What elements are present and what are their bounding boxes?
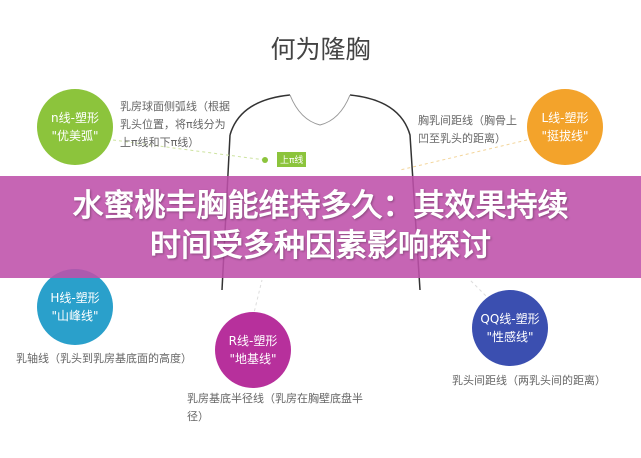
node-sublabel: "山峰线"	[51, 309, 99, 323]
desc-r-line: 乳房基底半径线（乳房在胸壁底盘半径）	[187, 392, 363, 423]
node-sublabel: "挺拔线"	[541, 129, 589, 143]
node-qq-line: QQ线-塑形 "性感线"	[472, 290, 548, 366]
desc-n-line: 乳房球面侧弧线（根据乳头位置，将π线分为上π线和下π线）	[120, 100, 230, 149]
node-sublabel: "优美弧"	[51, 129, 99, 143]
desc-l-line: 胸乳间距线（胸骨上凹至乳头的距离）	[418, 114, 517, 145]
headline-text: 水蜜桃丰胸能维持多久：其效果持续 时间受多种因素影响探讨	[0, 186, 641, 266]
desc-h-line: 乳轴线（乳头到乳房基底面的高度）	[16, 352, 192, 365]
diagram-title: 何为隆胸	[270, 35, 371, 64]
neck-outline	[289, 94, 351, 126]
connector-line	[469, 279, 491, 301]
marker-dot	[262, 157, 268, 163]
headline-line-2: 时间受多种因素影响探讨	[150, 228, 491, 264]
desc-qq-line: 乳头间距线（两乳头间的距离）	[452, 374, 606, 387]
connector-line	[399, 139, 528, 171]
node-l-line: L线-塑形 "挺拔线"	[527, 89, 603, 165]
node-n-line: n线-塑形 "优美弧"	[37, 89, 113, 165]
connector-line	[252, 279, 263, 318]
node-label: R线-塑形	[228, 334, 278, 348]
upper-pi-tag: 上π线	[277, 152, 307, 167]
headline-banner	[0, 176, 641, 278]
headline-line-1: 水蜜桃丰胸能维持多久：其效果持续	[72, 188, 569, 224]
node-sublabel: "性感线"	[486, 330, 534, 344]
connector-line	[112, 139, 266, 161]
node-r-line: R线-塑形 "地基线"	[215, 312, 291, 388]
node-h-line: H线-塑形 "山峰线"	[37, 269, 113, 345]
node-label: QQ线-塑形	[480, 312, 540, 326]
node-label: n线-塑形	[51, 111, 99, 125]
node-sublabel: "地基线"	[229, 352, 277, 366]
node-label: L线-塑形	[541, 111, 589, 125]
node-label: H线-塑形	[50, 291, 100, 305]
